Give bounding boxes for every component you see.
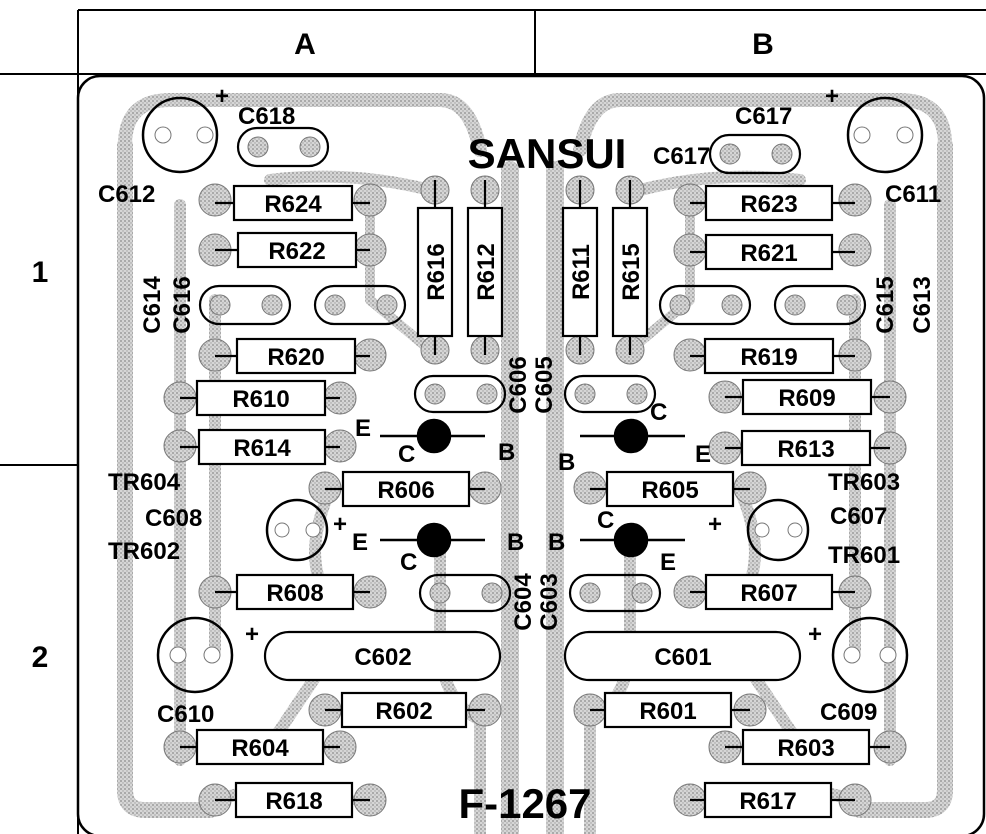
label-c605: C605 bbox=[531, 356, 558, 413]
resistor-r615-label: R615 bbox=[618, 243, 645, 300]
cap-c608-body bbox=[265, 498, 329, 562]
pin-e-tr601: E bbox=[660, 549, 676, 576]
resistor-r610-label: R610 bbox=[232, 386, 289, 413]
label-tr603: TR603 bbox=[828, 469, 900, 496]
resistor-r621-label: R621 bbox=[740, 240, 797, 267]
resistor-r604-label: R604 bbox=[231, 735, 289, 762]
label-c609: C609 bbox=[820, 699, 877, 726]
label-c606: C606 bbox=[505, 356, 532, 413]
column-label-b: B bbox=[752, 28, 774, 61]
resistor-r611-label: R611 bbox=[568, 244, 595, 300]
resistor-r609-label: R609 bbox=[778, 385, 835, 412]
pin-e-tr602: E bbox=[352, 529, 368, 556]
label-c611: C611 bbox=[885, 181, 941, 208]
transistor-tr601 bbox=[613, 522, 649, 558]
resistor-r605-label: R605 bbox=[641, 477, 698, 504]
column-label-a: A bbox=[294, 28, 316, 61]
brand-marking: SANSUI bbox=[468, 130, 627, 177]
pin-c-tr601: C bbox=[597, 507, 614, 534]
resistor-r601-label: R601 bbox=[639, 698, 696, 725]
resistor-r617-label: R617 bbox=[739, 788, 796, 815]
resistor-r606-label: R606 bbox=[377, 477, 434, 504]
pin-b-tr602: B bbox=[507, 529, 524, 556]
resistor-r614-label: R614 bbox=[233, 435, 291, 462]
pin-b-tr603: B bbox=[558, 449, 575, 476]
resistor-r603-label: R603 bbox=[777, 735, 834, 762]
polarity-c611: + bbox=[825, 83, 839, 110]
resistor-r623-label: R623 bbox=[740, 191, 797, 218]
polarity-c608: + bbox=[333, 511, 347, 538]
label-c617-top: C617 bbox=[735, 103, 792, 130]
electrolytic-capacitors bbox=[141, 96, 924, 694]
component-labels: C618 C612 C617 C617 C611 C614 C616 C615 … bbox=[98, 83, 941, 728]
polarity-c610: + bbox=[245, 621, 259, 648]
row-label-1: 1 bbox=[32, 256, 49, 289]
resistor-r624-label: R624 bbox=[264, 191, 322, 218]
label-c613: C613 bbox=[909, 276, 936, 333]
label-c603: C603 bbox=[536, 573, 563, 630]
pin-c-tr602: C bbox=[400, 549, 417, 576]
cap-c607-body bbox=[746, 498, 810, 562]
pin-b-tr601: B bbox=[548, 529, 565, 556]
resistor-r620-label: R620 bbox=[267, 344, 324, 371]
cap-c602-label: C602 bbox=[354, 644, 411, 671]
ceramic-capacitors bbox=[198, 126, 867, 613]
resistor-r618-label: R618 bbox=[265, 788, 322, 815]
label-c604: C604 bbox=[510, 573, 537, 631]
board-id-marking: F-1267 bbox=[458, 780, 591, 827]
label-c612: C612 bbox=[98, 181, 155, 208]
label-tr602: TR602 bbox=[108, 538, 180, 565]
polarity-c612: + bbox=[215, 83, 229, 110]
transistor-tr602 bbox=[416, 522, 452, 558]
label-c610: C610 bbox=[157, 701, 214, 728]
transistors bbox=[380, 418, 685, 558]
vertical-resistor-bodies bbox=[416, 180, 649, 355]
label-c618: C618 bbox=[238, 103, 295, 130]
transistor-tr603 bbox=[613, 418, 649, 454]
cap-c611-body bbox=[846, 96, 924, 174]
resistor-r616-label: R616 bbox=[423, 243, 450, 300]
polarity-c609: + bbox=[808, 621, 822, 648]
pin-e-tr604: E bbox=[355, 415, 371, 442]
label-c607: C607 bbox=[830, 503, 887, 530]
film-capacitors bbox=[263, 630, 802, 682]
label-c608: C608 bbox=[145, 505, 202, 532]
label-c615: C615 bbox=[872, 276, 899, 333]
pin-e-tr603: E bbox=[695, 441, 711, 468]
resistor-bodies bbox=[180, 184, 890, 819]
transistor-tr604 bbox=[416, 418, 452, 454]
cap-c609-body bbox=[831, 616, 909, 694]
cap-c612-body bbox=[141, 96, 219, 174]
label-tr604: TR604 bbox=[108, 469, 181, 496]
label-c614: C614 bbox=[139, 276, 166, 334]
label-tr601: TR601 bbox=[828, 542, 900, 569]
cap-c610-body bbox=[156, 616, 234, 694]
resistor-r607-label: R607 bbox=[740, 580, 797, 607]
label-c617: C617 bbox=[653, 143, 710, 170]
pin-c-tr603: C bbox=[650, 399, 667, 426]
resistor-r612-label: R612 bbox=[473, 243, 500, 300]
pin-c-tr604: C bbox=[398, 441, 415, 468]
label-c616: C616 bbox=[169, 276, 196, 333]
cap-c601-label: C601 bbox=[654, 644, 711, 671]
resistor-r613-label: R613 bbox=[777, 436, 834, 463]
resistor-r622-label: R622 bbox=[268, 238, 325, 265]
resistor-r619-label: R619 bbox=[740, 344, 797, 371]
polarity-c607: + bbox=[708, 511, 722, 538]
row-label-2: 2 bbox=[32, 641, 49, 674]
resistor-r608-label: R608 bbox=[266, 580, 323, 607]
resistor-r602-label: R602 bbox=[375, 698, 432, 725]
pin-b-tr604: B bbox=[498, 439, 515, 466]
